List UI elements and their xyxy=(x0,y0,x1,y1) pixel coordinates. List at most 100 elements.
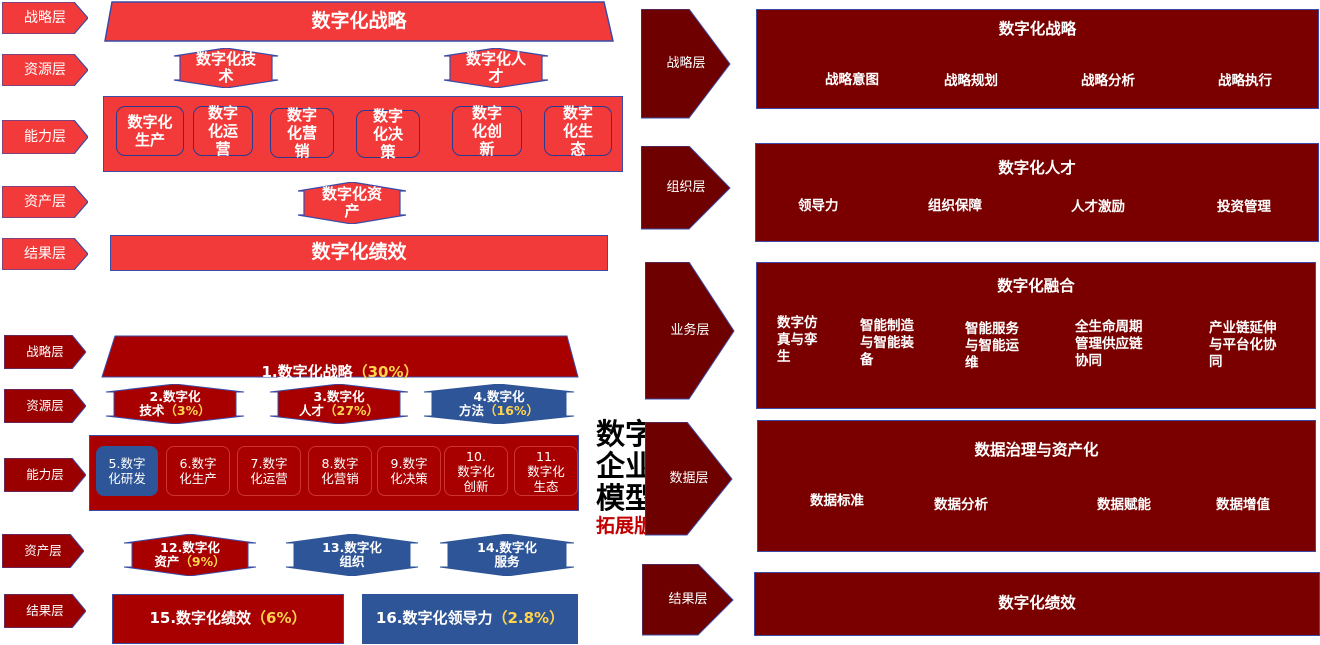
layer-label: 能力层 xyxy=(24,128,66,145)
bottom-resource-method: 4.数字化 方法（16%） xyxy=(420,384,578,424)
panel-item: 投资管理 xyxy=(1217,199,1271,215)
double-arrow-shape xyxy=(105,384,245,424)
panel-item: 领导力 xyxy=(798,198,839,214)
bottom-asset-data: 12.数字化 资产（9%） xyxy=(120,534,260,576)
chevron-shape xyxy=(642,564,734,636)
top-capability-production: 数字化生产 xyxy=(116,106,184,156)
double-arrow-shape xyxy=(443,48,549,88)
layer-label: 资源层 xyxy=(24,61,66,78)
panel-item: 智能服务与智能运维 xyxy=(965,321,1019,371)
right-panel-fusion: 数字化融合 数字仿真与孪生 智能制造与智能装备 智能服务与智能运维 全生命周期管… xyxy=(756,262,1316,409)
bottom-resource-tech: 2.数字化 技术（3%） xyxy=(102,384,248,424)
top-capability-marketing: 数字化营销 xyxy=(270,106,334,160)
bottom-capability-marketing: 8.数字化营销 xyxy=(308,446,372,496)
resource-percent: （16%） xyxy=(484,403,539,418)
panel-item: 智能制造与智能装备 xyxy=(860,318,914,368)
arrow-tag-shape xyxy=(4,335,86,369)
panel-title: 数字化人才 xyxy=(998,159,1076,177)
result-percent: （2.8%） xyxy=(492,609,565,628)
panel-title: 数字化战略 xyxy=(998,20,1077,38)
layer-label: 结果层 xyxy=(26,602,64,618)
top-capability-innovation: 数字化创新 xyxy=(452,104,522,158)
overlay-title: 数字 企业 模型 拓展版 xyxy=(596,418,686,548)
capability-line1: 11. xyxy=(536,448,556,464)
layer-label: 能力层 xyxy=(26,466,64,482)
top-resource-talent: 数字化人才 xyxy=(440,48,552,88)
resource-line2: 方法 xyxy=(459,403,485,418)
bottom-strategy-banner: 1.数字化战略（30%） xyxy=(101,335,579,381)
resource-line1: 3.数字化 xyxy=(313,388,365,404)
capability-line3: 创新 xyxy=(463,478,489,494)
top-asset-arrow: 数字化资产 xyxy=(294,182,410,224)
panel-item: 数字仿真与孪生 xyxy=(777,315,818,365)
layer-label: 战略层 xyxy=(666,55,706,71)
bottom-capability-operation: 7.数字化运营 xyxy=(237,446,301,496)
top-result-bar: 数字化绩效 xyxy=(110,235,608,271)
panel-title: 数据治理与资产化 xyxy=(974,441,1099,459)
resource-line1: 2.数字化 xyxy=(149,388,201,404)
capability-line3: 生态 xyxy=(533,478,559,494)
bottom-layer-tag-result: 结果层 xyxy=(4,594,86,628)
capability-line2: 化运营 xyxy=(250,471,288,486)
panel-item: 数据赋能 xyxy=(1097,497,1151,513)
arrow-tag-shape xyxy=(2,54,88,86)
resource-label: 数字化技术 xyxy=(195,49,256,85)
top-capability-decision: 数字化决策 xyxy=(356,107,420,161)
right-panel-talent: 数字化人才 领导力 组织保障 人才激励 投资管理 xyxy=(755,143,1319,242)
strategy-label: 1.数字化战略 xyxy=(261,362,353,381)
layer-label: 资源层 xyxy=(26,397,64,413)
asset-line1: 14.数字化 xyxy=(477,539,537,555)
trapezoid-shape xyxy=(101,335,579,378)
resource-line1: 4.数字化 xyxy=(473,388,525,404)
panel-item: 数据分析 xyxy=(934,497,988,513)
bottom-capability-decision: 9.数字化决策 xyxy=(377,446,441,496)
asset-line2: 组织 xyxy=(339,554,365,569)
capability-line2: 数字化 xyxy=(527,463,565,479)
arrow-tag-shape xyxy=(2,186,88,218)
right-layer-tag-result: 结果层 xyxy=(642,564,734,636)
top-layer-tag-capability: 能力层 xyxy=(2,120,88,154)
panel-item: 人才激励 xyxy=(1071,199,1125,215)
right-layer-tag-strategy: 战略层 xyxy=(641,9,731,119)
panel-item: 战略规划 xyxy=(944,73,998,89)
result-label: 15.数字化绩效 xyxy=(149,609,252,628)
strategy-label: 数字化战略 xyxy=(311,9,407,32)
arrow-tag-shape xyxy=(2,534,84,568)
bottom-capability-production: 6.数字化生产 xyxy=(166,446,230,496)
layer-label: 战略层 xyxy=(24,9,66,26)
arrow-tag-shape xyxy=(4,594,86,628)
asset-percent: （9%） xyxy=(179,554,226,569)
layer-label: 资产层 xyxy=(24,542,62,558)
right-layer-tag-organization: 组织层 xyxy=(641,146,731,230)
overlay-subtitle: 拓展版 xyxy=(596,515,654,537)
double-arrow-shape xyxy=(123,534,257,576)
resource-percent: （27%） xyxy=(324,403,379,418)
capability-line1: 6.数字 xyxy=(179,456,217,471)
double-arrow-shape xyxy=(297,182,407,224)
capability-line1: 9.数字 xyxy=(390,456,428,471)
top-resource-tech: 数字化技术 xyxy=(170,48,282,88)
chevron-shape xyxy=(641,9,731,119)
double-arrow-shape xyxy=(173,48,279,88)
capability-line2: 化生产 xyxy=(179,471,217,486)
asset-line1: 12.数字化 xyxy=(160,539,220,555)
bottom-layer-tag-asset: 资产层 xyxy=(2,534,84,568)
resource-line2: 人才 xyxy=(299,403,325,418)
asset-label: 数字化资产 xyxy=(321,184,382,220)
capability-line2: 化决策 xyxy=(390,471,428,486)
capability-line1: 10. xyxy=(466,448,486,464)
top-layer-tag-resource: 资源层 xyxy=(2,54,88,86)
bottom-layer-tag-strategy: 战略层 xyxy=(4,335,86,369)
bottom-asset-service: 14.数字化 服务 xyxy=(436,534,578,576)
chevron-shape xyxy=(645,262,735,400)
right-layer-tag-data: 数据层 xyxy=(645,422,733,536)
layer-label: 业务层 xyxy=(670,322,710,338)
capability-line2: 化营销 xyxy=(321,471,359,486)
chevron-shape xyxy=(645,422,733,536)
bottom-result-leadership: 16.数字化领导力（2.8%） xyxy=(362,594,578,644)
bottom-capability-rd: 5.数字化研发 xyxy=(96,446,158,496)
arrow-tag-shape xyxy=(2,238,88,270)
top-layer-tag-asset: 资产层 xyxy=(2,186,88,218)
panel-title: 数字化融合 xyxy=(997,277,1075,295)
layer-label: 资产层 xyxy=(24,193,66,210)
